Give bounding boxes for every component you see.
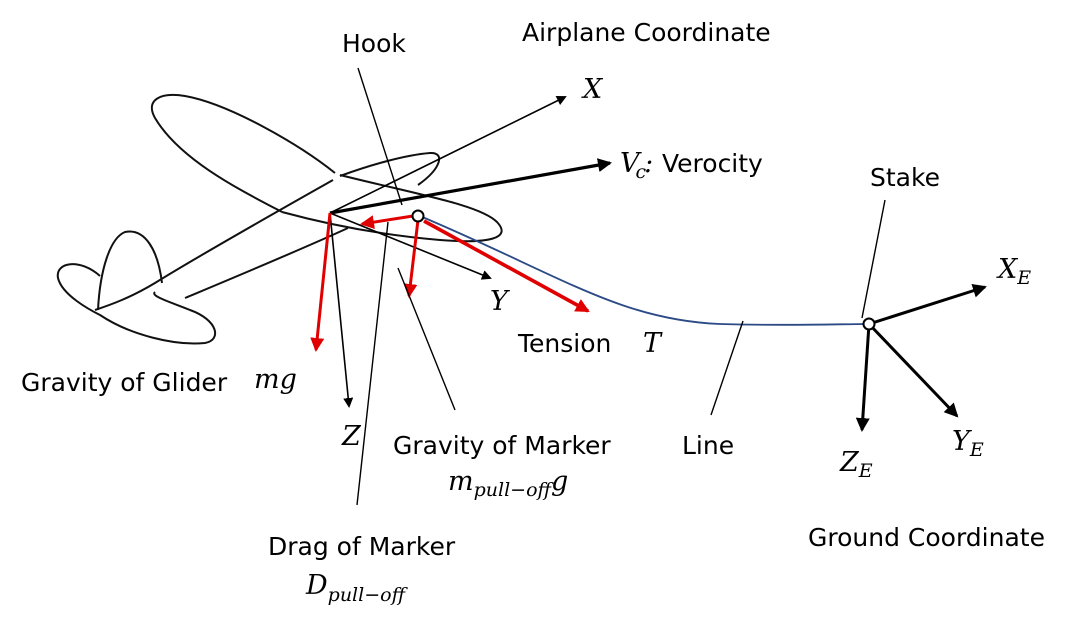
x-axis-arrow xyxy=(329,96,567,214)
velocity-symbol-sub: c xyxy=(636,161,647,183)
airplane-axes xyxy=(329,96,612,408)
tension-label: Tension xyxy=(517,329,611,358)
tension-symbol: T xyxy=(643,328,663,359)
glider-fuselage-top xyxy=(94,179,334,311)
glider-stabilizer xyxy=(56,263,216,345)
velocity-colon: : xyxy=(644,148,653,179)
ze-axis-label: ZE xyxy=(839,447,873,482)
glider-wing-right xyxy=(281,174,503,243)
m-pull-off-g: g xyxy=(551,466,568,497)
gravity-marker-arrow xyxy=(403,219,420,298)
hook-label: Hook xyxy=(342,29,406,58)
z-axis-label: Z xyxy=(341,421,362,452)
x-axis-label: X xyxy=(581,74,604,105)
hook-leader xyxy=(357,67,403,206)
velocity-label: Verocity xyxy=(662,149,763,178)
xe-axis-label: XE xyxy=(996,254,1031,289)
m-pull-off-main: m xyxy=(448,466,474,497)
airplane-coordinate-title: Airplane Coordinate xyxy=(522,18,771,47)
d-pull-off-symbol: Dpull−off xyxy=(305,570,409,606)
drag-marker-label: Drag of Marker xyxy=(268,532,456,561)
velocity-symbol-main: V xyxy=(620,148,642,179)
ye-main: Y xyxy=(952,426,972,457)
z-axis-arrow xyxy=(329,212,354,408)
drag-marker-arrow xyxy=(360,214,414,230)
ye-axis-arrow xyxy=(867,322,959,418)
line-leader xyxy=(710,320,744,416)
xe-axis-arrow xyxy=(868,283,987,326)
xe-sub: E xyxy=(1016,267,1031,289)
d-pull-off-main: D xyxy=(305,570,328,601)
gravity-marker-leader xyxy=(397,267,456,411)
tension-arrow xyxy=(423,219,590,313)
glider-wing-left xyxy=(150,94,336,213)
glider-sketch xyxy=(56,94,503,345)
d-pull-off-sub: pull−off xyxy=(328,584,409,606)
gravity-glider-arrow xyxy=(310,212,332,352)
force-vectors xyxy=(310,212,590,352)
gravity-marker-label: Gravity of Marker xyxy=(393,431,611,460)
line-label: Line xyxy=(682,431,734,460)
ground-axes xyxy=(855,283,987,432)
tow-line xyxy=(419,215,870,326)
drag-marker-leader xyxy=(356,221,389,506)
glider-tailplane xyxy=(339,151,441,186)
stake-point xyxy=(862,317,876,331)
gravity-glider-label: Gravity of Glider xyxy=(21,368,228,397)
y-axis-arrow xyxy=(329,212,492,280)
ye-axis-label: YE xyxy=(952,426,984,461)
ground-coordinate-title: Ground Coordinate xyxy=(808,523,1045,552)
ze-axis-arrow xyxy=(855,323,871,432)
m-pull-off-symbol: mpull−offg xyxy=(448,466,568,501)
velocity-symbol: Vc: xyxy=(620,148,653,183)
ze-main: Z xyxy=(839,447,860,478)
mg-symbol: mg xyxy=(254,364,297,395)
stake-label: Stake xyxy=(870,163,940,192)
y-axis-label: Y xyxy=(490,286,510,317)
glider-fuselage-bottom xyxy=(184,227,349,299)
ze-sub: E xyxy=(858,460,873,482)
velocity-arrow xyxy=(329,158,612,215)
m-pull-off-sub: pull−off xyxy=(474,479,555,501)
ye-sub: E xyxy=(969,439,984,461)
hook-point xyxy=(411,209,425,223)
stake-leader xyxy=(861,199,886,319)
leader-lines xyxy=(356,67,886,506)
xe-main: X xyxy=(996,254,1019,285)
glider-fin xyxy=(97,230,163,311)
